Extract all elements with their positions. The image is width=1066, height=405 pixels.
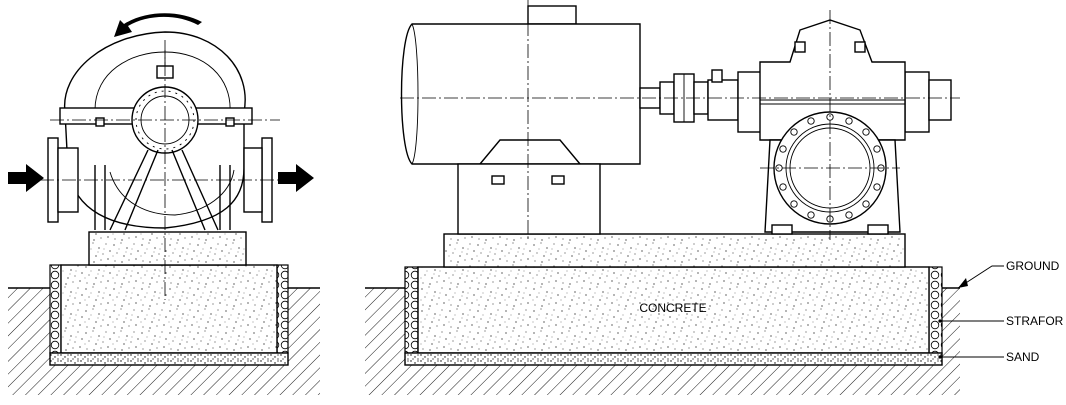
strafor-right-b: [928, 266, 943, 354]
concrete-block-right: [417, 266, 930, 354]
strafor-callout: STRAFOR: [938, 314, 1064, 328]
ground-hatch-right: [365, 288, 960, 395]
ground-label: GROUND: [1006, 259, 1060, 273]
concrete-block-left: [60, 264, 278, 354]
inlet-flow-arrow: [8, 164, 44, 192]
outlet-flow-arrow: [278, 164, 314, 192]
split-case-pump: [707, 19, 952, 235]
strafor-right-a: [404, 266, 419, 354]
sand-layer-right: [404, 352, 943, 366]
sand-layer-left: [49, 352, 289, 366]
concrete-plinth-right: [443, 233, 906, 268]
side-view: CONCRETE GROUND STRAFOR SAND: [365, 0, 1064, 395]
concrete-plinth-left: [88, 231, 247, 266]
sand-label: SAND: [1006, 350, 1040, 364]
strafor-label: STRAFOR: [1006, 314, 1064, 328]
strafor-left-b: [276, 264, 289, 354]
shaft-coupling: [659, 73, 709, 123]
rotation-arrow: [114, 13, 202, 37]
ground-callout: GROUND: [957, 259, 1060, 289]
strafor-left-a: [49, 264, 62, 354]
ground-hatch-left: [8, 288, 320, 395]
electric-motor: [400, 5, 661, 235]
end-view: [8, 13, 320, 395]
concrete-label: CONCRETE: [639, 301, 706, 315]
sand-callout: SAND: [938, 350, 1040, 364]
